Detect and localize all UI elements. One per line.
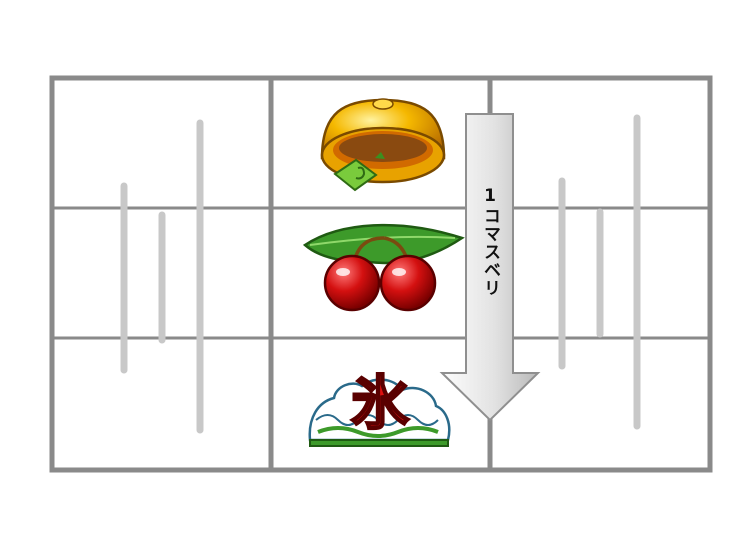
slip-arrow: [439, 113, 541, 422]
ice-kanji-icon: 氷: [308, 368, 451, 447]
slip-arrow-label: 1コマスベリ: [480, 186, 500, 297]
cherry-icon: [302, 223, 465, 312]
bell-icon: [320, 98, 446, 192]
ice-kanji-text: 氷: [351, 369, 410, 437]
left-reel-spin-blur: [120, 119, 204, 434]
right-reel-spin-blur: [558, 114, 641, 430]
